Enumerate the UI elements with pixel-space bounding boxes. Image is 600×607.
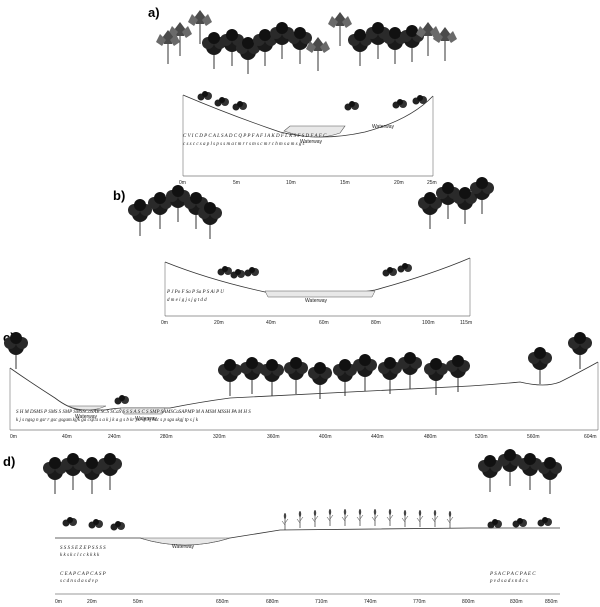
panel-c-species-codes-top: S H M DSMS P SMS S SMP SMSSCaSAB SCS SCa…	[16, 410, 251, 415]
tick-label: 440m	[371, 434, 384, 440]
tick-label: 80m	[371, 320, 381, 326]
panel-b-waterway-label: Waterway	[305, 298, 328, 304]
tick-label: 680m	[266, 599, 279, 605]
tick-label: 10m	[286, 180, 296, 186]
panel-c-waterway-label-2: Waterway	[135, 416, 158, 422]
panel-d-vegetation-right	[477, 448, 563, 529]
panel-d-species-codes-right-top: P S A C P A C P A E C	[489, 572, 536, 577]
tick-label: 604m	[584, 434, 597, 440]
panel-b-label: b)	[113, 188, 125, 203]
tick-label: 560m	[527, 434, 540, 440]
panel-d-water	[139, 537, 231, 546]
panel-c-species-codes-bottom: k j s ngsg n gsr r gsc gsgam.kjfk ga csp…	[16, 418, 199, 423]
tick-label: 480m	[424, 434, 437, 440]
panel-d-species-codes-bottom: s c d n s d a s d v p	[60, 579, 98, 584]
tick-label: 320m	[213, 434, 226, 440]
panel-d-waterway-label: Waterway	[172, 544, 195, 550]
panel-d-ground-profile	[55, 527, 560, 546]
tick-label: 115m	[460, 320, 472, 326]
panel-b-species-codes-bottom: d m e i g j s j g t d d	[167, 298, 207, 303]
panel-d-species-codes-upper-top: S S S S E Z E P S S S S	[60, 546, 106, 551]
panel-a-species-codes-top: C V I C D P C A L S A D C Q P P F A F I …	[183, 134, 327, 139]
panel-b: b) Waterway P J Po F Sa	[113, 176, 495, 326]
panel-a-waterway-label-2: Waterway	[372, 124, 395, 130]
panel-d-label: d)	[3, 454, 15, 469]
tick-label: 280m	[160, 434, 173, 440]
panel-a-distance-ticks: 0m 5m 10m 15m 20m 25m	[179, 180, 437, 186]
panel-d-distance-ticks: 0m 20m 50m 650m 680m 710m 740m 770m 800m…	[55, 599, 558, 605]
tick-label: 0m	[10, 434, 17, 440]
tick-label: 40m	[266, 320, 276, 326]
panel-d-vegetation-left	[42, 452, 125, 531]
panel-c-distance-ticks: 0m 40m 240m 280m 320m 360m 400m 440m 480…	[10, 434, 597, 440]
panel-d-reeds	[281, 508, 454, 531]
tick-label: 520m	[475, 434, 488, 440]
tick-label: 360m	[267, 434, 280, 440]
tick-label: 20m	[214, 320, 224, 326]
panel-a-vegetation	[155, 9, 458, 111]
tick-label: 850m	[545, 599, 558, 605]
panel-b-distance-ticks: 0m 20m 40m 60m 80m 100m 115m	[161, 320, 472, 326]
tick-label: 50m	[133, 599, 143, 605]
panel-a-species-codes-bottom: c s s c c s a p l s p s s m a t m r r s …	[183, 142, 306, 147]
panel-a: a)	[148, 5, 458, 186]
tick-label: 710m	[315, 599, 328, 605]
panel-d-species-codes-right-bottom: p v d s a d s n d c s	[489, 579, 528, 584]
tick-label: 770m	[413, 599, 426, 605]
panel-d-species-codes-top: C E A P C A P C A S P	[60, 572, 106, 577]
tick-label: 400m	[319, 434, 332, 440]
panel-c-waterway-label-1: Waterway	[75, 414, 98, 420]
tick-label: 0m	[179, 180, 186, 186]
panel-d: d)	[3, 448, 563, 605]
tick-label: 800m	[462, 599, 475, 605]
tick-label: 5m	[233, 180, 240, 186]
tick-label: 15m	[340, 180, 350, 186]
tick-label: 830m	[510, 599, 523, 605]
panel-b-species-codes-top: P J Po F Sa P Sa P S Ai P U	[166, 290, 224, 295]
tick-label: 20m	[394, 180, 404, 186]
tick-label: 60m	[319, 320, 329, 326]
panel-a-label: a)	[148, 5, 160, 20]
panel-b-water	[264, 290, 376, 298]
panel-c-vegetation	[3, 331, 593, 405]
panel-d-species-codes-upper-bottom: k k s k c l c c k k k k	[60, 553, 100, 558]
panel-a-waterway-label-1: Waterway	[300, 139, 323, 145]
tick-label: 20m	[87, 599, 97, 605]
tick-label: 0m	[55, 599, 62, 605]
tick-label: 0m	[161, 320, 168, 326]
tick-label: 40m	[62, 434, 72, 440]
tick-label: 740m	[364, 599, 377, 605]
panel-b-vegetation	[127, 176, 495, 279]
panel-c-ground-profile	[9, 361, 599, 411]
panel-c-water-1	[67, 405, 107, 411]
panel-c-water-2	[119, 407, 166, 415]
tick-label: 100m	[422, 320, 435, 326]
tick-label: 650m	[216, 599, 229, 605]
tick-label: 25m	[427, 180, 437, 186]
panel-c: c) Waterway Waterway S H M DS	[3, 330, 599, 440]
panel-a-water	[283, 125, 346, 138]
tick-label: 240m	[108, 434, 121, 440]
